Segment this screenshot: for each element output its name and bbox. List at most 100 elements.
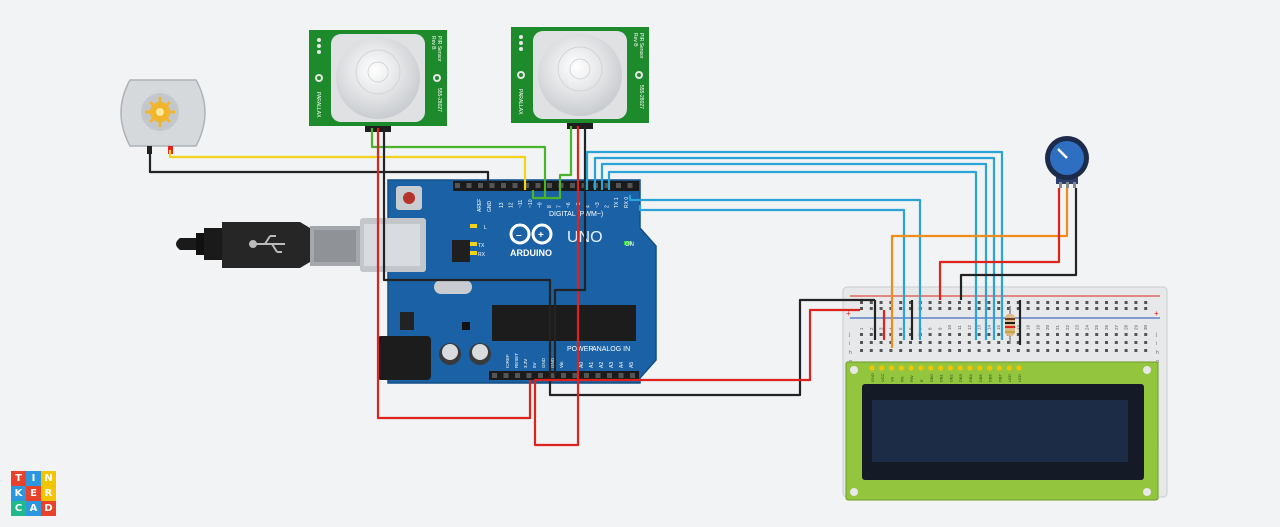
header-hole[interactable] [455, 183, 460, 188]
header-hole[interactable] [570, 183, 575, 188]
rail-hole[interactable] [869, 307, 873, 310]
breadboard-hole[interactable] [860, 349, 863, 352]
rail-hole[interactable] [879, 301, 883, 304]
breadboard-hole[interactable] [1046, 349, 1050, 352]
lcd-pin[interactable] [967, 365, 973, 371]
rail-hole[interactable] [879, 307, 883, 310]
breadboard-hole[interactable] [967, 349, 971, 352]
breadboard-hole[interactable] [958, 349, 961, 352]
breadboard-hole[interactable] [938, 349, 942, 352]
breadboard-hole[interactable] [1105, 341, 1108, 344]
breadboard-hole[interactable] [958, 333, 961, 336]
rail-hole[interactable] [1007, 301, 1010, 304]
rail-hole[interactable] [938, 307, 942, 310]
rail-hole[interactable] [958, 301, 961, 304]
breadboard-hole[interactable] [860, 333, 863, 336]
breadboard-hole[interactable] [967, 333, 971, 336]
breadboard-hole[interactable] [918, 349, 922, 352]
header-hole[interactable] [627, 183, 633, 188]
header-hole[interactable] [549, 373, 555, 378]
rail-hole[interactable] [997, 307, 1001, 310]
breadboard-hole[interactable] [1144, 349, 1148, 352]
rail-hole[interactable] [977, 301, 981, 304]
breadboard-hole[interactable] [1095, 333, 1099, 336]
rail-hole[interactable] [1036, 301, 1040, 304]
rail-hole[interactable] [1046, 301, 1050, 304]
breadboard-hole[interactable] [1134, 333, 1138, 336]
breadboard-hole[interactable] [987, 341, 991, 344]
potentiometer[interactable] [1045, 136, 1089, 188]
rail-hole[interactable] [1134, 307, 1138, 310]
breadboard-hole[interactable] [938, 341, 942, 344]
rail-hole[interactable] [860, 307, 863, 310]
rail-hole[interactable] [909, 307, 912, 310]
breadboard-hole[interactable] [1134, 349, 1138, 352]
rail-hole[interactable] [987, 307, 991, 310]
rail-hole[interactable] [1085, 307, 1089, 310]
breadboard-hole[interactable] [1065, 341, 1069, 344]
rail-hole[interactable] [1095, 307, 1099, 310]
rail-hole[interactable] [1056, 307, 1059, 310]
breadboard-hole[interactable] [1124, 349, 1128, 352]
header-hole[interactable] [547, 183, 552, 188]
breadboard-hole[interactable] [1124, 333, 1128, 336]
breadboard-hole[interactable] [1016, 333, 1020, 336]
breadboard-hole[interactable] [928, 333, 932, 336]
header-hole[interactable] [466, 183, 472, 188]
pir-2-pins[interactable] [567, 123, 593, 129]
breadboard-hole[interactable] [1046, 333, 1050, 336]
breadboard-hole[interactable] [1007, 349, 1010, 352]
rail-hole[interactable] [1075, 307, 1079, 310]
rail-hole[interactable] [987, 301, 991, 304]
rail-hole[interactable] [899, 301, 903, 304]
rail-hole[interactable] [1105, 301, 1108, 304]
rail-hole[interactable] [1105, 307, 1108, 310]
breadboard-hole[interactable] [948, 349, 952, 352]
breadboard-hole[interactable] [987, 333, 991, 336]
breadboard-hole[interactable] [869, 341, 873, 344]
rail-hole[interactable] [1056, 301, 1059, 304]
rail-hole[interactable] [1124, 307, 1128, 310]
breadboard-hole[interactable] [869, 333, 873, 336]
breadboard-hole[interactable] [958, 341, 961, 344]
header-hole[interactable] [618, 373, 624, 378]
lcd-pin[interactable] [918, 365, 924, 371]
breadboard-hole[interactable] [860, 341, 863, 344]
rail-hole[interactable] [899, 307, 903, 310]
breadboard-hole[interactable] [1144, 333, 1148, 336]
lcd-pin[interactable] [928, 365, 934, 371]
breadboard-hole[interactable] [997, 333, 1001, 336]
breadboard-hole[interactable] [909, 333, 912, 336]
header-hole[interactable] [535, 183, 541, 188]
breadboard-hole[interactable] [1114, 341, 1118, 344]
breadboard-hole[interactable] [899, 349, 903, 352]
rail-hole[interactable] [1114, 307, 1118, 310]
breadboard-hole[interactable] [987, 349, 991, 352]
header-hole[interactable] [526, 373, 532, 378]
rail-hole[interactable] [1085, 301, 1089, 304]
header-hole[interactable] [607, 373, 612, 378]
rail-hole[interactable] [1046, 307, 1050, 310]
breadboard-hole[interactable] [1075, 341, 1079, 344]
breadboard-hole[interactable] [1036, 333, 1040, 336]
breadboard-hole[interactable] [1144, 341, 1148, 344]
rail-hole[interactable] [967, 307, 971, 310]
breadboard-hole[interactable] [1026, 341, 1030, 344]
breadboard-hole[interactable] [879, 341, 883, 344]
lcd-pin[interactable] [987, 365, 993, 371]
breadboard-hole[interactable] [1075, 349, 1079, 352]
breadboard-hole[interactable] [1065, 333, 1069, 336]
header-hole[interactable] [489, 183, 495, 188]
breadboard-hole[interactable] [1026, 349, 1030, 352]
lcd-pin[interactable] [1016, 365, 1022, 371]
rail-hole[interactable] [928, 307, 932, 310]
breadboard-hole[interactable] [928, 341, 932, 344]
breadboard-hole[interactable] [1036, 341, 1040, 344]
breadboard-hole[interactable] [1046, 341, 1050, 344]
rail-hole[interactable] [967, 301, 971, 304]
header-hole[interactable] [538, 373, 543, 378]
breadboard-hole[interactable] [1105, 349, 1108, 352]
rail-hole[interactable] [1095, 301, 1099, 304]
header-hole[interactable] [501, 183, 506, 188]
